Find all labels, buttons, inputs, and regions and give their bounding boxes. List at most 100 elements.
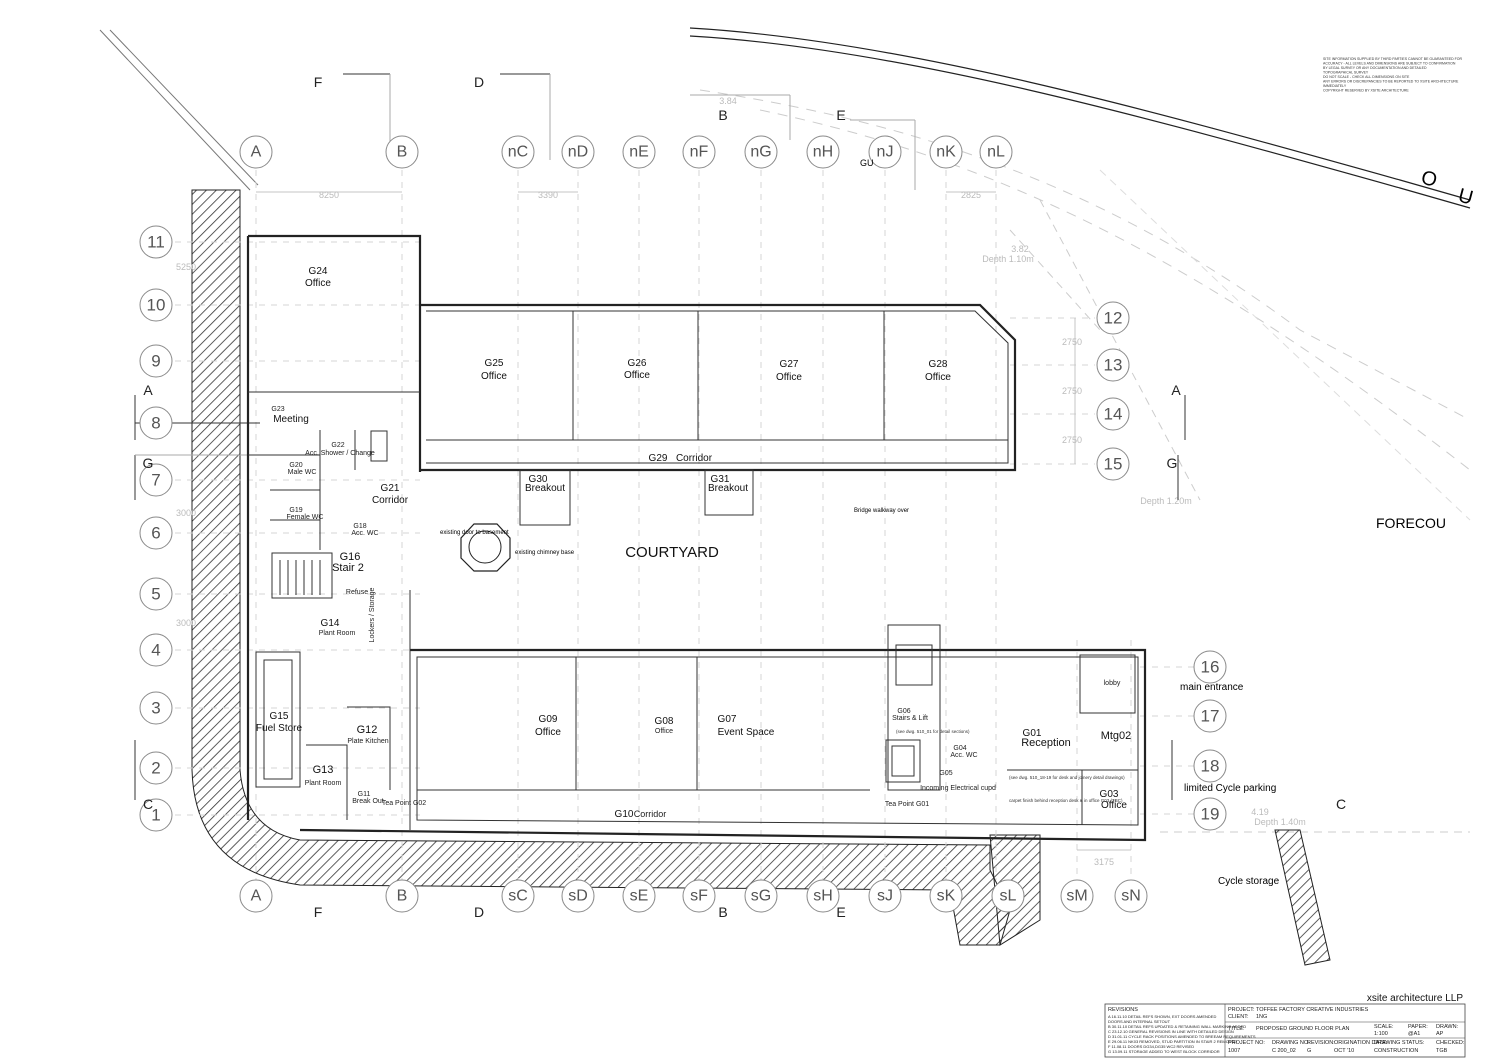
depth-note-right: Depth 1.20m: [1140, 496, 1192, 506]
room-g25-code: G25: [485, 358, 504, 369]
grid-bubble-row-15: 15: [1096, 447, 1130, 481]
grid-bubble-top-nf-label: nF: [690, 144, 709, 161]
room-g07-name: Event Space: [718, 727, 775, 738]
scale-value: 1:100: [1374, 1031, 1388, 1037]
grid-bubble-row-17-label: 17: [1201, 707, 1220, 726]
grid-bubble-row-12-label: 12: [1104, 309, 1123, 328]
dimension-nk-nl: 2825: [961, 190, 981, 200]
drawing-no-value: C 200_02: [1272, 1048, 1296, 1054]
section-letter-f-top: F: [314, 74, 323, 90]
grid-bubble-bottom-sf-label: sF: [690, 888, 708, 905]
grid-bubble-top-a: A: [239, 135, 273, 169]
grid-bubble-bottom-sm-label: sM: [1066, 888, 1087, 905]
site-labels: COURTYARD FORECOU O U main entrance limi…: [440, 158, 1475, 887]
room-g21-code: G21: [381, 483, 400, 494]
room-g03-name: Office: [1101, 800, 1127, 811]
grid-bubble-row-12: 12: [1096, 301, 1130, 335]
room-g01-name: Reception: [1021, 737, 1071, 749]
section-letter-g-left: G: [143, 455, 154, 471]
grid-bubble-top-ne: nE: [622, 135, 656, 169]
dimension-right-1: 2750: [1062, 337, 1082, 347]
depth-note-top-b-depth: Depth 1.10m: [982, 254, 1034, 264]
room-g14-name: Plant Room: [319, 630, 356, 637]
room-g31-code: G31: [711, 474, 730, 485]
grid-bubble-bottom-sk: sK: [929, 879, 963, 913]
section-letter-b-bottom: B: [718, 904, 727, 920]
disclaimer-line: DO NOT SCALE - CHECK ALL DIMENSIONS ON S…: [1323, 75, 1410, 79]
grid-bubble-row-13: 13: [1096, 348, 1130, 382]
section-letter-a-right: A: [1171, 382, 1181, 398]
section-letter-b-top: B: [718, 107, 727, 123]
grid-bubble-bottom-sg: sG: [744, 879, 778, 913]
grid-bubble-row-3: 3: [139, 691, 173, 725]
status-label: DRAWING STATUS:: [1374, 1040, 1425, 1046]
client-value: 1NG: [1256, 1014, 1267, 1020]
grid-bubble-bottom-a: A: [239, 879, 273, 913]
grid-bubble-top-nd-label: nD: [568, 144, 588, 161]
grid-bubble-bottom-se-label: sE: [630, 888, 649, 905]
grid-bubble-top-nk-label: nK: [936, 144, 956, 161]
room-g27-name: Office: [776, 372, 802, 383]
room-g16-name: Stair 2: [332, 562, 364, 574]
revisions-list: A 16.11.10 DETAIL REFS SHOWN, EXT DOORS …: [1108, 1014, 1256, 1054]
grid-bubble-top-nc: nC: [501, 135, 535, 169]
grid-bubble-top-nl: nL: [979, 135, 1013, 169]
cycle-parking-label: limited Cycle parking: [1184, 783, 1276, 794]
disclaimer-line: IMMEDIATELY: [1323, 84, 1347, 88]
grid-bubble-bottom-sm: sM: [1060, 879, 1094, 913]
disclaimer-line: SITE INFORMATION SUPPLIED BY THIRD PARTI…: [1323, 57, 1463, 61]
depth-note-top-a: 3.84: [719, 96, 737, 106]
company-name: xsite architecture LLP: [1367, 993, 1463, 1004]
revision-line: G 13.09.11 STORAGE ADDED TO WEST BLOCK C…: [1108, 1049, 1220, 1054]
section-letter-e-top: E: [836, 107, 845, 123]
dimension-top-left: 8250: [319, 190, 339, 200]
room-g17-name: Refuse: [346, 589, 368, 596]
revision-line: C 23.12.10 GENERAL REVISIONS IN LINE WIT…: [1108, 1029, 1234, 1034]
section-letter-a-left: A: [143, 382, 153, 398]
south-block-walls: [255, 590, 1147, 842]
room-g05-name: Incoming Electrical cupd: [920, 785, 996, 792]
grid-bubble-row-14: 14: [1096, 397, 1130, 431]
project-value: TOFFEE FACTORY CREATIVE INDUSTRIES: [1256, 1007, 1369, 1013]
grid-bubble-row-6: 6: [139, 516, 173, 550]
paper-label: PAPER:: [1408, 1024, 1428, 1030]
grid-bubble-bottom-sn: sN: [1114, 879, 1148, 913]
room-g19-name: Female WC: [287, 514, 324, 521]
dimension-strings: 8250 3390 2825 2750 2750 2750 3175 5250 …: [176, 96, 1306, 867]
section-letters: F D B E F D B E A A G G C C: [143, 74, 1347, 920]
forecourt-label: FORECOU: [1376, 515, 1446, 531]
client-label: CLIENT:: [1228, 1014, 1249, 1020]
dimension-bottom: 3175: [1094, 857, 1114, 867]
room-g28-code: G28: [929, 359, 948, 370]
room-g13-name: Plant Room: [305, 780, 342, 787]
room-g14-code: G14: [321, 618, 340, 629]
room-g05-code: G05: [939, 770, 952, 777]
disclaimer-line: BY LEGAL SURVEY OR ANY DOCUMENTATION AND…: [1323, 66, 1427, 70]
grid-bubble-row-16-label: 16: [1201, 658, 1220, 677]
grid-bubble-bottom-sj: sJ: [868, 879, 902, 913]
room-g15-code: G15: [270, 711, 289, 722]
grid-bubble-top-ng-label: nG: [750, 144, 771, 161]
room-g08-code: G08: [655, 716, 674, 727]
grid-bubble-bottom-sh: sH: [806, 879, 840, 913]
revision-line: A 16.11.10 DETAIL REFS SHOWN, EXT DOORS …: [1108, 1014, 1216, 1019]
grid-bubble-row-2-label: 2: [151, 759, 160, 778]
grid-bubble-row-14-label: 14: [1104, 405, 1123, 424]
grid-bubble-row-8-label: 8: [151, 414, 160, 433]
grid-bubble-row-5: 5: [139, 577, 173, 611]
title-label: TITLE:: [1228, 1026, 1245, 1032]
revision-line: DOORS AND INTERNAL SETOUT: [1108, 1019, 1171, 1024]
revision-line: F 11.08.11 DOORS DG34,DG35 WC2 REVISED: [1108, 1044, 1194, 1049]
room-g06-name: Stairs & Lift: [892, 715, 928, 722]
grid-bubble-bottom-sj-label: sJ: [877, 888, 893, 905]
grid-bubble-row-4-label: 4: [151, 641, 160, 660]
room-g08-name: Office: [655, 728, 673, 735]
room-g26-name: Office: [624, 370, 650, 381]
grid-bubble-bottom-a-label: A: [251, 888, 262, 905]
checked-label: CHECKED:: [1436, 1040, 1465, 1046]
section-letter-c-left: C: [143, 796, 153, 812]
room-mtg02-code: Mtg02: [1101, 730, 1132, 742]
room-g29-code: G29: [649, 453, 668, 464]
